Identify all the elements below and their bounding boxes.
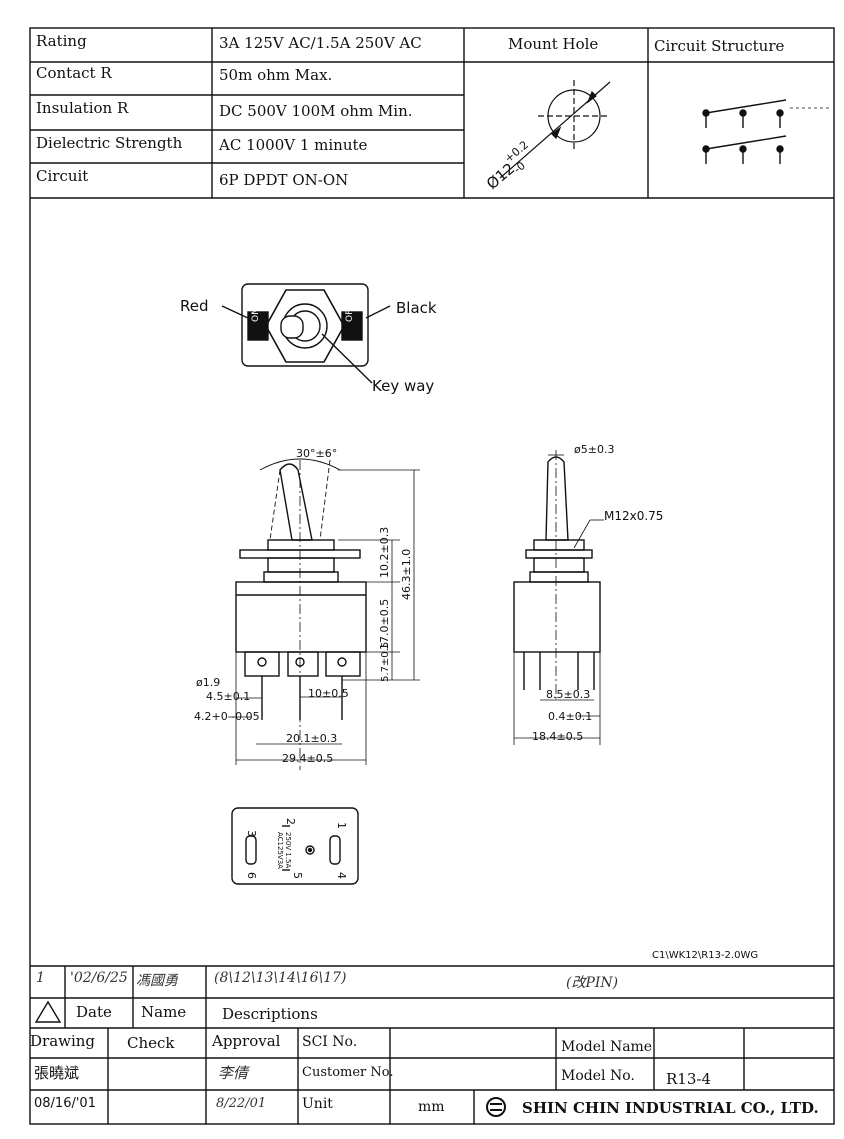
label-red: Red — [180, 297, 209, 315]
revision-date: '02/6/25 — [70, 970, 128, 986]
unit-value: mm — [418, 1099, 445, 1115]
header-descriptions: Descriptions — [222, 1005, 318, 1023]
dim-4-2: 4.2+0 -0.05 — [194, 710, 260, 723]
mount-hole-sketch — [499, 80, 611, 179]
circuit-structure-header: Circuit Structure — [654, 37, 785, 55]
company-name: SHIN CHIN INDUSTRIAL CO., LTD. — [522, 1099, 819, 1117]
approval-date: 8/22/01 — [216, 1096, 267, 1111]
drawing-label: Drawing — [30, 1032, 96, 1050]
drawer-name: 張曉斌 — [34, 1064, 80, 1082]
dim-angle: 30°±6° — [296, 447, 337, 460]
spec-value-dielectric: AC 1000V 1 minute — [219, 136, 368, 154]
dim-29-4: 29.4±0.5 — [282, 752, 333, 765]
company-logo-icon — [486, 1097, 506, 1117]
terminal-2: 2 — [284, 818, 297, 825]
spec-value-circuit: 6P DPDT ON-ON — [219, 171, 349, 189]
dim-18-4: 18.4±0.5 — [532, 730, 583, 743]
terminal-3: 3 — [245, 830, 258, 837]
spec-label-contact: Contact R — [36, 64, 112, 82]
label-black: Black — [396, 299, 437, 317]
dim-5: ø5±0.3 — [574, 443, 614, 456]
revision-description: (8\12\13\14\16\17) — [214, 970, 347, 986]
top-view — [221, 283, 391, 384]
model-name-label: Model Name — [561, 1039, 653, 1055]
dim-46-3: 46.3±1.0 — [400, 549, 413, 600]
header-date: Date — [76, 1003, 112, 1021]
bottom-view — [231, 807, 359, 885]
mount-hole-header: Mount Hole — [508, 35, 599, 53]
dim-10-2: 10.2±0.3 — [378, 527, 391, 578]
terminal-5: 5 — [291, 872, 304, 879]
model-no-value: R13-4 — [666, 1070, 711, 1088]
dim-20-1: 20.1±0.3 — [286, 732, 337, 745]
spec-value-rating: 3A 125V AC/1.5A 250V AC — [219, 34, 422, 52]
model-no-label: Model No. — [561, 1068, 635, 1084]
plate-left-text: ON — [251, 308, 261, 322]
thread-label: M12x0.75 — [604, 509, 663, 523]
dim-10: 10±0.5 — [308, 687, 349, 700]
customer-label: Customer No. — [302, 1065, 394, 1080]
dim-17-0: 17.0±0.5 — [378, 599, 391, 650]
drawing-date: 08/16/'01 — [34, 1096, 96, 1111]
check-label: Check — [127, 1034, 175, 1052]
side-view — [513, 450, 604, 745]
dim-1-9: ø1.9 — [196, 676, 220, 689]
file-reference: C1\WK12\R13-2.0WG — [652, 950, 759, 961]
circuit-structure-sketch — [702, 99, 832, 164]
unit-label: Unit — [302, 1096, 333, 1112]
dim-8-5: 8.5±0.3 — [546, 688, 590, 701]
revision-note: (改PIN) — [566, 975, 619, 991]
sci-label: SCI No. — [302, 1034, 358, 1050]
spec-value-contact: 50m ohm Max. — [219, 66, 333, 84]
dim-5-7: 5.7±0.5 — [380, 642, 391, 682]
spec-label-dielectric: Dielectric Strength — [36, 134, 183, 152]
approval-label: Approval — [212, 1032, 281, 1050]
bottom-rating-1: 250V 1.5A — [284, 832, 292, 869]
revision-triangle-icon — [34, 1000, 62, 1023]
bottom-rating-2: AC125V3A — [276, 832, 284, 869]
dim-4-5: 4.5±0.1 — [206, 690, 250, 703]
spec-label-circuit: Circuit — [36, 167, 89, 185]
spec-value-insulation: DC 500V 100M ohm Min. — [219, 102, 413, 120]
plate-right-text: OFF — [345, 305, 355, 322]
spec-label-insulation: Insulation R — [36, 99, 129, 117]
front-view — [228, 458, 420, 770]
sheet-border — [29, 27, 835, 1125]
approver-signature: 李倩 — [218, 1064, 249, 1082]
revision-number: 1 — [36, 970, 45, 986]
terminal-6: 6 — [245, 872, 258, 879]
header-name: Name — [141, 1003, 187, 1021]
terminal-4: 4 — [335, 872, 348, 879]
dim-0-4: 0.4±0.1 — [548, 710, 592, 723]
revision-name: 馮國勇 — [136, 973, 178, 989]
label-keyway: Key way — [372, 377, 434, 395]
spec-label-rating: Rating — [36, 32, 87, 50]
terminal-1: 1 — [335, 822, 348, 829]
